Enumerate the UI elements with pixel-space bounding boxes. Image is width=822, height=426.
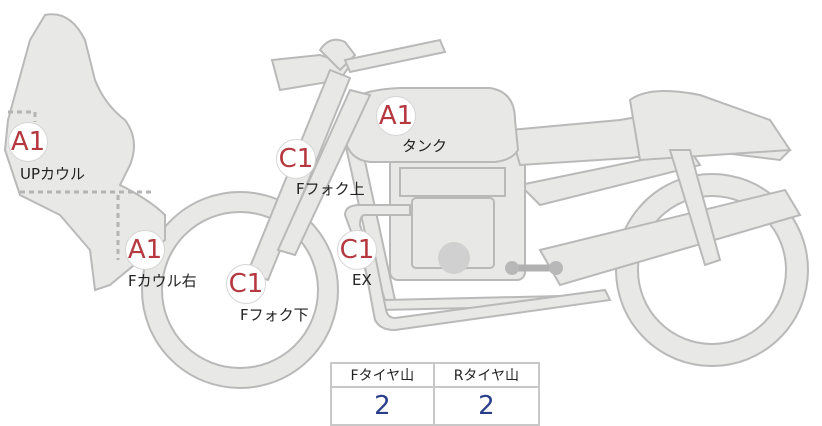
front-tire-header: Fタイヤ山 [330,362,435,388]
tank-grade-badge[interactable]: A1 [376,96,416,136]
f-fork-lower-grade-badge[interactable]: C1 [226,264,266,304]
f-cowl-right-grade-badge[interactable]: A1 [125,230,165,270]
cylinder-head [399,167,506,197]
front-fork-outer [276,88,372,257]
up-cowl-label: UPカウル [20,165,86,183]
tire-tread-table: Fタイヤ山 Rタイヤ山 2 2 [330,362,541,426]
peg2 [549,261,563,275]
tail-cowl [628,90,792,162]
fairing-seam-top [8,110,37,122]
tire-table-header-row: Fタイヤ山 Rタイヤ山 [330,362,541,388]
rear-tire-value[interactable]: 2 [432,386,541,426]
ex-label: EX [352,271,372,289]
peg [505,261,519,275]
f-fork-lower-label: Fフォク下 [240,306,309,324]
f-cowl-right-label: Fカウル右 [128,272,197,290]
front-tire-value[interactable]: 2 [330,386,435,426]
fairing [3,13,166,292]
tank-label: タンク [402,137,448,155]
rear-tire-header: Rタイヤ山 [432,362,541,388]
rear-shock [668,149,722,267]
tire-table-value-row: 2 2 [330,386,541,426]
handlebar [343,38,447,74]
ex-grade-badge[interactable]: C1 [337,230,377,270]
f-fork-upper-label: Fフォク上 [296,180,365,198]
up-cowl-grade-badge[interactable]: A1 [8,122,48,162]
engine-cover [438,242,470,274]
exhaust-lower [358,239,612,332]
f-fork-upper-grade-badge[interactable]: C1 [276,139,316,179]
frame-rail [517,148,702,207]
